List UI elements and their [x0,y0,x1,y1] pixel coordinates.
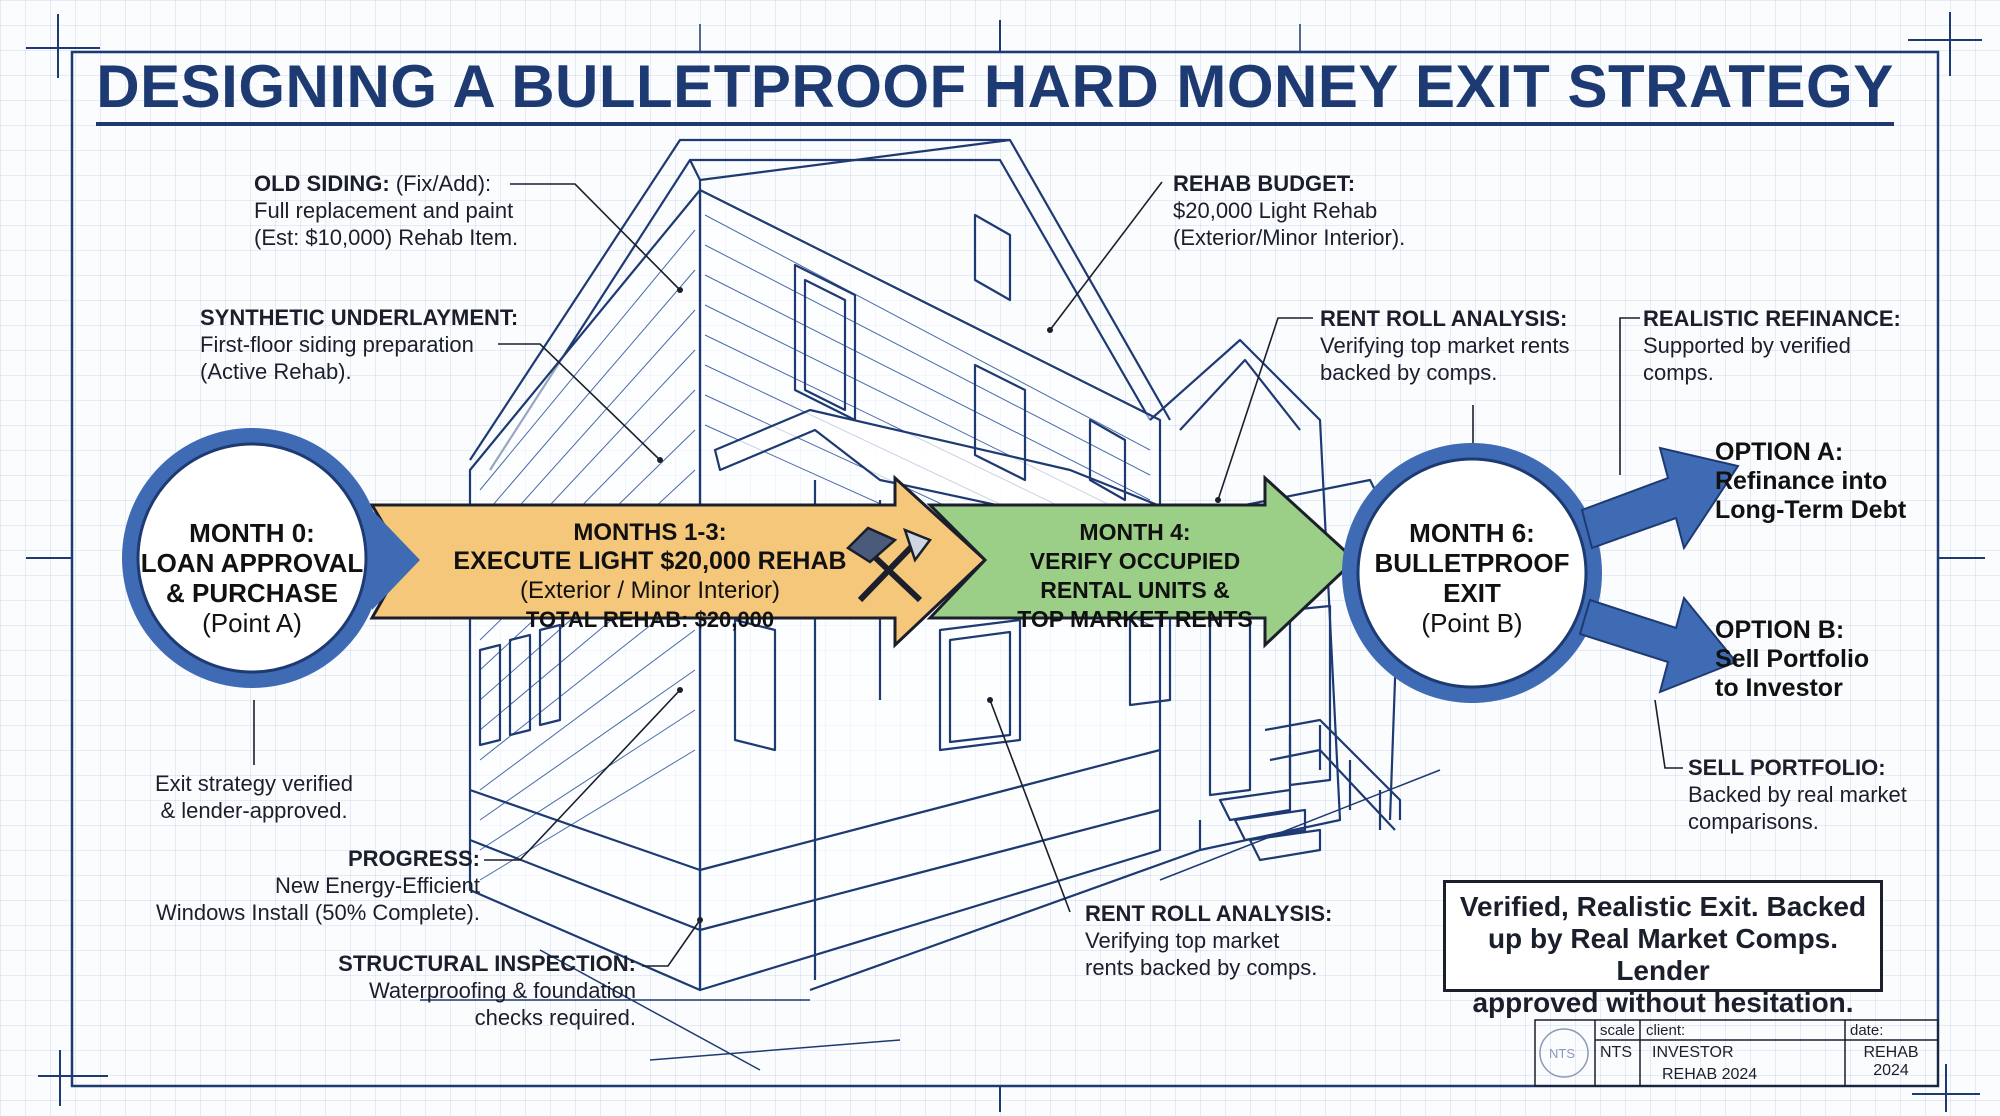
annotation-line: rents backed by comps. [1085,955,1318,980]
title-block-scale-label: scale [1600,1022,1636,1039]
stage-month-4: MONTH 4: VERIFY OCCUPIED RENTAL UNITS & … [990,518,1280,634]
annotation-leaders [253,181,1683,967]
annotation-line: Supported by verified [1643,333,1851,358]
title-block-client-line1: INVESTOR [1652,1044,1734,1061]
title-block-scale-value: NTS [1600,1044,1632,1061]
annotation-line: comps. [1643,360,1714,385]
drawing-frame [26,12,1985,1112]
annotation-synthetic-underlayment: SYNTHETIC UNDERLAYMENT: First-floor sidi… [200,304,580,385]
summary-callout: Verified, Realistic Exit. Backed up by R… [1443,880,1883,1018]
stage-heading: EXIT [1443,578,1501,608]
stage-months-1-3: MONTHS 1-3: EXECUTE LIGHT $20,000 REHAB … [430,518,870,634]
annotation-realistic-refinance: REALISTIC REFINANCE: Supported by verifi… [1643,305,1943,386]
annotation-label: REALISTIC REFINANCE: [1643,306,1901,331]
annotation-rehab-budget: REHAB BUDGET: $20,000 Light Rehab (Exter… [1173,170,1533,251]
annotation-label: SELL PORTFOLIO: [1688,755,1886,780]
annotation-rent-roll-top: RENT ROLL ANALYSIS: Verifying top market… [1320,305,1640,386]
annotation-line: backed by comps. [1320,360,1498,385]
annotation-label: REHAB BUDGET: [1173,171,1356,196]
annotation-line: Windows Install (50% Complete). [155,900,480,925]
stage-heading: MONTHS 1-3: [573,519,727,546]
stage-heading: VERIFY OCCUPIED [1029,548,1241,574]
hammer-saw-icon [846,526,932,603]
annotation-line: Backed by real market [1688,782,1907,807]
title-block-date-line1: REHAB [1863,1044,1919,1061]
annotation-line: New Energy-Efficient [274,873,480,898]
annotation-exit-verified: Exit strategy verified & lender-approved… [104,770,404,824]
nts-stamp: NTS [1549,1046,1575,1061]
title-block-date-line2: 2024 [1873,1062,1909,1079]
annotation-label: OLD SIDING: [254,171,390,196]
stage-heading: MONTH 4: [1079,519,1191,545]
annotation-label: SYNTHETIC UNDERLAYMENT: [200,305,519,330]
annotation-line: Waterproofing & foundation [368,978,636,1003]
stage-heading: EXECUTE LIGHT $20,000 REHAB [453,547,847,575]
title-block-frame [1534,1019,1939,1087]
annotation-rent-roll-bottom: RENT ROLL ANALYSIS: Verifying top market… [1085,900,1405,981]
annotation-old-siding: OLD SIDING: (Fix/Add): Full replacement … [254,170,634,251]
stage-heading: RENTAL UNITS & [1040,577,1230,603]
stage-month-6: MONTH 6: BULLETPROOF EXIT (Point B) [1357,518,1587,638]
annotation-line: checks required. [474,1005,636,1030]
option-b-arrow [1578,595,1738,694]
leader-ticks [657,287,1221,923]
annotation-line: & lender-approved. [160,798,348,823]
option-a: OPTION A: Refinance into Long-Term Debt [1715,438,1945,525]
annotation-line: First-floor siding preparation [200,332,474,357]
callout-line: approved without hesitation. [1472,987,1854,1018]
month-0-circle [122,428,420,688]
stage-heading: MONTH 6: [1409,518,1535,548]
annotation-label: PROGRESS: [347,846,480,871]
annotation-line: Verifying top market [1085,928,1280,953]
annotation-structural-inspection: STRUCTURAL INSPECTION: Waterproofing & f… [300,950,636,1031]
month-6-circle [1342,443,1602,703]
stage-subtext: (Exterior / Minor Interior) [519,577,781,604]
title-block-date-label: date: [1850,1022,1884,1039]
annotation-line: (Active Rehab). [200,359,352,384]
title-block-client-label: client: [1646,1022,1686,1039]
option-heading: OPTION A: [1715,438,1844,466]
stage-point: (Point A) [202,608,302,638]
option-line: Long-Term Debt [1715,496,1907,524]
stage-heading: TOP MARKET RENTS [1017,606,1253,632]
stage-point: (Point B) [1421,608,1523,638]
stage-heading: & PURCHASE [166,578,338,608]
stage-heading: LOAN APPROVAL [140,548,364,578]
stage-heading: BULLETPROOF [1374,548,1570,578]
annotation-progress: PROGRESS: New Energy-Efficient Windows I… [80,845,480,926]
stage-heading: MONTH 0: [189,518,315,548]
stage-total: TOTAL REHAB: $20,000 [525,607,775,632]
option-a-arrow [1580,446,1740,551]
option-line: Sell Portfolio [1715,645,1870,673]
option-b: OPTION B: Sell Portfolio to Investor [1715,616,1945,703]
annotation-label-suffix: (Fix/Add): [389,171,492,196]
option-line: to Investor [1715,674,1843,702]
option-heading: OPTION B: [1715,616,1845,644]
annotation-line: (Exterior/Minor Interior). [1173,225,1406,250]
annotation-line: Full replacement and paint [254,198,514,223]
annotation-label: STRUCTURAL INSPECTION: [338,951,636,976]
annotation-line: comparisons. [1688,809,1819,834]
callout-line: up by Real Market Comps. Lender [1487,923,1839,986]
stage-month-0: MONTH 0: LOAN APPROVAL & PURCHASE (Point… [137,518,367,638]
page-title: DESIGNING A BULLETPROOF HARD MONEY EXIT … [0,52,1990,126]
callout-line: Verified, Realistic Exit. Backed [1459,891,1867,922]
annotation-sell-portfolio: SELL PORTFOLIO: Backed by real market co… [1688,754,1948,835]
option-arrows [1578,446,1740,694]
annotation-line: Exit strategy verified [154,771,354,796]
annotation-line: $20,000 Light Rehab [1173,198,1378,223]
annotation-label: RENT ROLL ANALYSIS: [1320,306,1568,331]
annotation-label: RENT ROLL ANALYSIS: [1085,901,1333,926]
arrow-month-4 [926,474,1358,649]
option-line: Refinance into [1715,467,1888,495]
annotation-line: Verifying top market rents [1320,333,1570,358]
annotation-line: (Est: $10,000) Rehab Item. [254,225,519,250]
title-block-client-line2: REHAB 2024 [1662,1066,1758,1083]
timeline-arrows [369,474,1358,649]
